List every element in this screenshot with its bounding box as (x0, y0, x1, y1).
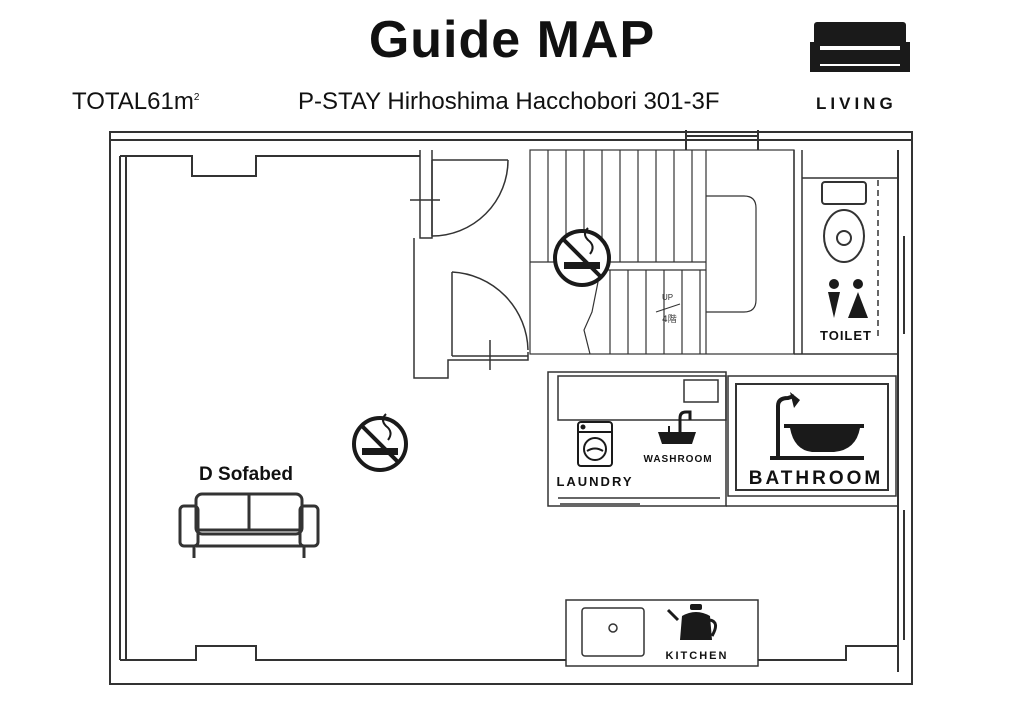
sofa-icon (810, 22, 910, 72)
bathroom-room (726, 375, 898, 507)
kitchen-label: KITCHEN (666, 650, 729, 662)
sink-faucet-icon (658, 410, 696, 444)
sofabed-label: D Sofabed (199, 464, 293, 485)
laundry-label: LAUNDRY (556, 474, 633, 489)
entrance-area (410, 150, 529, 379)
restroom-people-icon (828, 279, 868, 318)
bathroom-label: BATHROOM (749, 468, 883, 489)
no-smoking-icon-living (352, 413, 408, 472)
living-label: LIVING (816, 94, 897, 113)
toilet-icon (821, 181, 867, 263)
toilet-label: TOILET (820, 328, 872, 343)
sofa-bed-icon (178, 492, 320, 558)
kettle-icon (666, 604, 717, 640)
laundry-washroom-room (547, 371, 727, 507)
total-area-unit: 2 (193, 92, 200, 103)
stairs-arrow (655, 303, 681, 313)
property-name: P-STAY Hirhoshima Hacchobori 301-3F (298, 88, 720, 115)
bathtub-shower-icon (770, 392, 864, 460)
outer-walls (109, 130, 913, 685)
stairs-up-label: UP (662, 293, 673, 302)
page-title: Guide MAP (368, 11, 656, 69)
washroom-label: WASHROOM (643, 454, 712, 465)
stairs-floor-label: 4階 (662, 314, 677, 325)
kitchen-counter (565, 599, 759, 667)
toilet-room (793, 150, 898, 355)
no-smoking-icon-stairs (553, 227, 611, 287)
total-area: TOTAL61m2 (72, 88, 199, 116)
stairs (529, 149, 795, 355)
washing-machine-icon (577, 421, 613, 467)
total-area-text: TOTAL61m (72, 88, 194, 115)
